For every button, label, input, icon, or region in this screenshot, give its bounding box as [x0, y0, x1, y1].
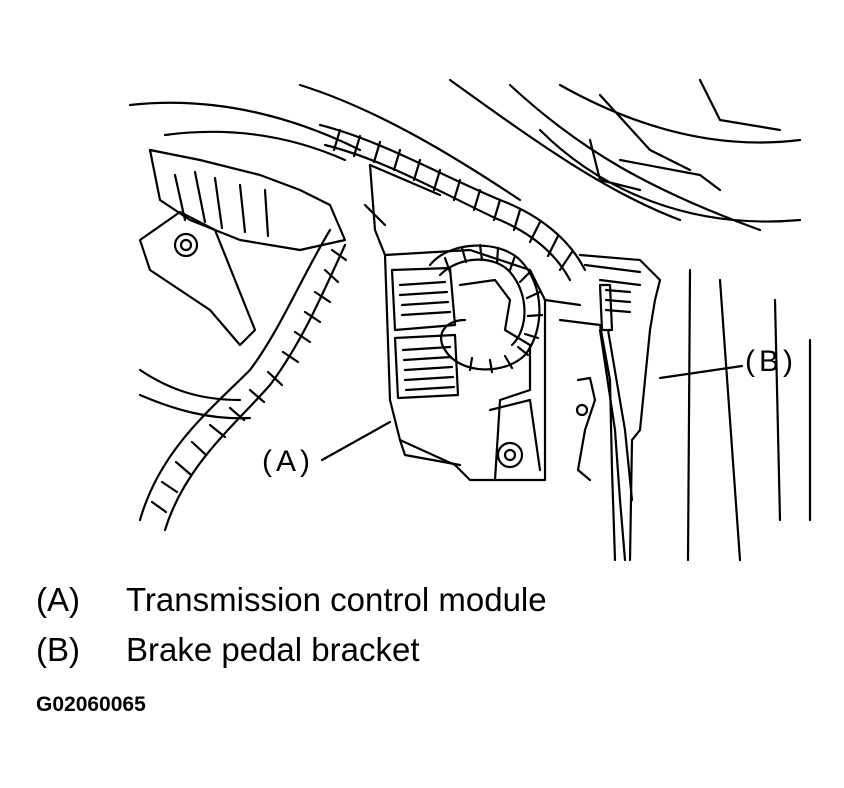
brake-pedal-bracket-bolt: [598, 283, 632, 332]
callout-b-leader: [658, 364, 744, 380]
legend-key: (B): [36, 631, 80, 668]
tcm-connectors: [390, 266, 460, 400]
dash-panel-lines: [128, 78, 802, 232]
callout-a-leader: [320, 420, 392, 462]
left-wire-harness: [138, 228, 347, 532]
legend-text: Transmission control module: [126, 581, 547, 618]
tcm-connector-pins: [398, 280, 456, 392]
upper-left-connector: [148, 148, 347, 252]
brake-pedal-bracket: [543, 253, 662, 562]
tcm-mount-bolt: [496, 441, 524, 469]
tcm-housing-edge: [363, 163, 462, 467]
far-left-harness: [138, 368, 252, 420]
tcm-wire-loop-wraps: [443, 243, 544, 374]
tcm-wire-loop: [428, 244, 541, 371]
top-wire-harness: [318, 123, 587, 282]
brake-pedal-rod: [576, 328, 634, 562]
callout-label-a: (A): [262, 445, 314, 478]
tcm-body: [383, 248, 547, 482]
left-bracket: [138, 210, 257, 347]
right-frame-lines: [686, 268, 812, 562]
callout-label-b: (B): [745, 345, 797, 378]
legend-key: (A): [36, 581, 80, 618]
left-bracket-bolt: [173, 232, 199, 258]
legend-item-b: (B) Brake pedal bracket: [36, 633, 420, 666]
legend-item-a: (A) Transmission control module: [36, 583, 547, 616]
legend-text: Brake pedal bracket: [126, 631, 420, 668]
line-drawing-illustration: [128, 78, 812, 562]
figure-id: G02060065: [36, 693, 146, 716]
top-wire-harness-wraps: [332, 128, 574, 272]
left-wire-harness-wraps: [150, 248, 348, 514]
